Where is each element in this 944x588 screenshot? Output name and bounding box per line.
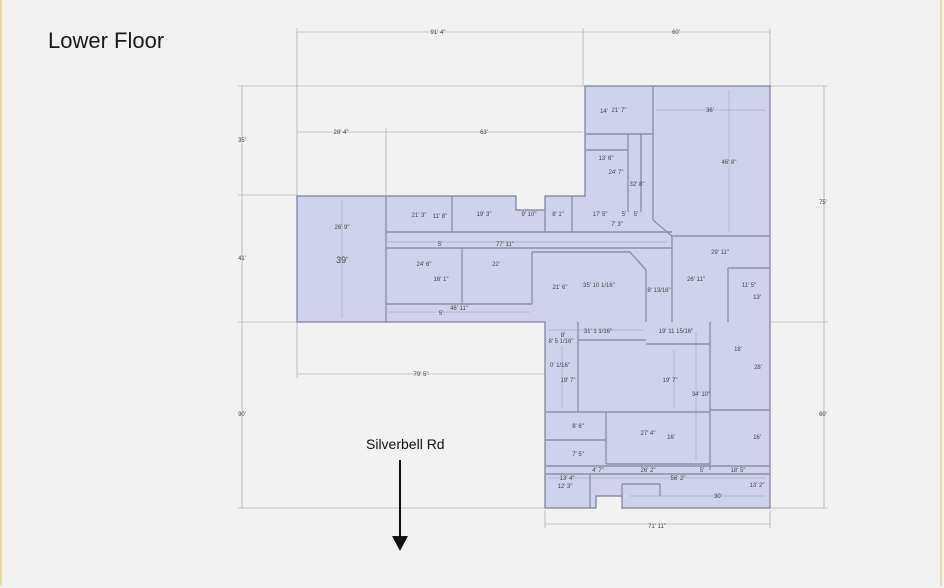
room-label: 5'	[700, 468, 704, 474]
dimension-lines	[238, 28, 828, 528]
road-label: Silverbell Rd	[366, 436, 445, 452]
building	[296, 85, 771, 509]
room-label: 16'	[753, 435, 761, 441]
down-arrow-icon	[392, 460, 408, 551]
page-title: Lower Floor	[48, 28, 165, 53]
dimension-label: 90'	[238, 412, 246, 418]
room-label: 18'	[734, 347, 742, 353]
room-label: 26' 9"	[335, 225, 350, 231]
room-label: 21' 7"	[612, 108, 627, 114]
room-label: 13' 2"	[750, 483, 765, 489]
room-label: 17' 5"	[593, 212, 608, 218]
room-label: 7' 3"	[611, 222, 623, 228]
room-label: 11' 8"	[433, 214, 448, 220]
room-dimension-guides	[341, 90, 766, 497]
room-label: 8' 6"	[572, 424, 584, 430]
room-label: 5'	[439, 311, 443, 317]
room-label: 19' 3"	[477, 212, 492, 218]
room-label: 8'	[561, 333, 565, 339]
dimension-label: 71' 11"	[648, 524, 666, 530]
room-label: 29' 11"	[711, 250, 729, 256]
room-label: 5'	[438, 242, 442, 248]
room-label: 56' 2"	[671, 476, 686, 482]
room-label: 34' 10"	[692, 392, 710, 398]
overall-dimension-labels: 91' 4" 60' 28' 4" 63' 35' 41' 90' 75' 60…	[238, 30, 827, 530]
room-label: 21' 6"	[553, 285, 568, 291]
dimension-label: 75'	[819, 200, 827, 206]
interior-walls	[385, 86, 770, 508]
room-label: 5'	[634, 212, 638, 218]
room-label: 13'	[753, 295, 761, 301]
room-label: 8' 5 1/16"	[549, 339, 574, 345]
room-label: 77' 11"	[496, 242, 514, 248]
room-labels: 14' 21' 7" 36' 46' 8" 13' 6" 24' 7" 32' …	[335, 108, 765, 500]
room-label: 19' 7"	[663, 378, 678, 384]
room-label: 31' 1 1/16"	[584, 329, 612, 335]
room-label: 18' 5"	[731, 468, 746, 474]
room-label: 21' 3"	[412, 213, 427, 219]
dimension-label: 60'	[672, 30, 680, 36]
dimension-label: 41'	[238, 256, 246, 262]
room-label: 28'	[754, 365, 762, 371]
room-label: 35' 10 1/16"	[583, 283, 615, 289]
room-label: 39'	[336, 255, 348, 265]
room-label: 30'	[714, 494, 722, 500]
dimension-label: 35'	[238, 138, 246, 144]
room-label: 14'	[600, 109, 608, 115]
room-label: 16' 1"	[434, 277, 449, 283]
room-label: 8' 13/16"	[647, 288, 670, 294]
room-label: 46' 8"	[722, 160, 737, 166]
room-label: 13' 6"	[599, 156, 614, 162]
dimension-label: 79' 5"	[414, 372, 429, 378]
room-label: 19' 11 15/16"	[659, 329, 694, 335]
room-label: 19' 7"	[561, 378, 576, 384]
room-label: 32' 8"	[630, 182, 645, 188]
dimension-label: 28' 4"	[334, 130, 349, 136]
room-label: 4' 7"	[592, 468, 604, 474]
room-label: 24' 7"	[609, 170, 624, 176]
room-label: 46' 11"	[450, 306, 468, 312]
room-label: 36'	[706, 108, 714, 114]
room-label: 26' 2"	[641, 468, 656, 474]
room-label: 24' 6"	[417, 262, 432, 268]
room-label: 0' 1/16"	[550, 363, 570, 369]
room-label: 13' 4"	[560, 476, 575, 482]
room-label: 22'	[492, 262, 500, 268]
room-label: 8' 1"	[552, 212, 564, 218]
room-label: 7' 5"	[572, 452, 584, 458]
room-label: 11' 5"	[742, 283, 757, 289]
room-label: 26' 11"	[687, 277, 705, 283]
room-label: 16'	[667, 435, 675, 441]
room-label: 27' 4"	[641, 431, 656, 437]
room-label: 9' 10"	[522, 212, 537, 218]
room-label: 5'	[622, 212, 626, 218]
dimension-label: 60'	[819, 412, 827, 418]
dimension-label: 91' 4"	[431, 30, 446, 36]
room-label: 12' 3"	[558, 484, 573, 490]
dimension-label: 63'	[480, 130, 488, 136]
